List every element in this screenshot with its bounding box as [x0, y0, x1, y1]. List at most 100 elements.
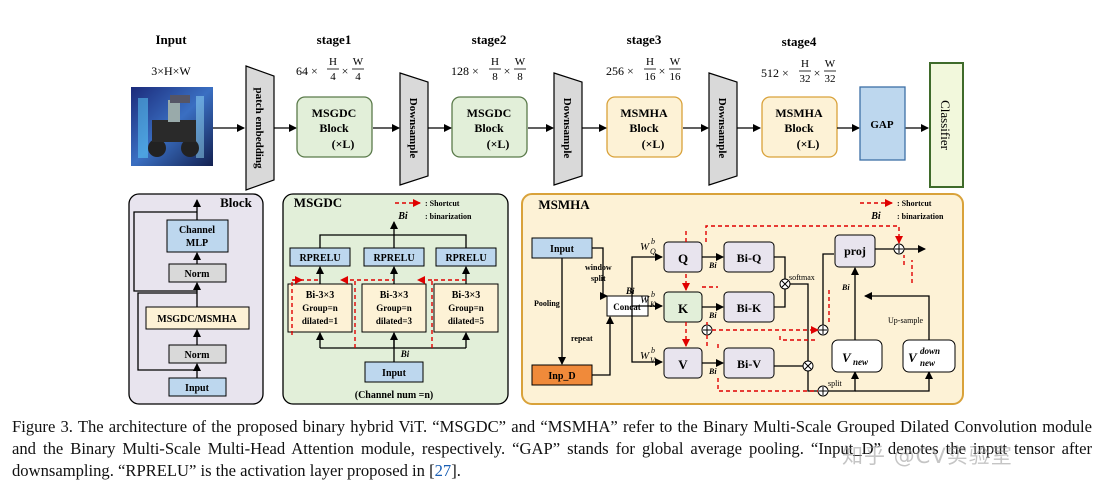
gap-block: GAP: [859, 86, 906, 161]
stage-dims-w-num: W: [825, 58, 836, 70]
stage-block-name: MSGDC: [467, 106, 512, 120]
legend-bi: Bi: [397, 211, 408, 222]
classifier-block: Classifier: [929, 62, 964, 188]
stage-dims-times: ×: [814, 66, 821, 80]
legend-bi: Bi: [870, 211, 881, 222]
stage-dims-h-num: H: [491, 56, 499, 68]
k-label: K: [678, 301, 689, 316]
input-title: Input: [155, 32, 187, 47]
citation-link[interactable]: 27: [434, 461, 452, 480]
bi-conv-label: Bi-3×3: [380, 290, 408, 301]
v-down-label: V: [908, 350, 918, 365]
stage-block: [451, 96, 528, 158]
bi-conv-label: Bi-3×3: [452, 290, 480, 301]
bi-conv-dilation: dilated=3: [376, 316, 413, 326]
msgdc-bi-label: Bi: [400, 349, 410, 359]
stage-dims-h-num: H: [329, 56, 337, 68]
stage-dims-w-den: 16: [670, 71, 682, 83]
stage-block: [296, 96, 373, 158]
stage-dims-times: ×: [659, 64, 666, 78]
bi-label: Bi: [708, 311, 717, 320]
rprelu-label: RPRELU: [373, 253, 414, 264]
stage-dims-w-den: 4: [355, 71, 361, 83]
stage-block: [761, 96, 838, 158]
gap-label: GAP: [870, 119, 894, 131]
bi-conv-group: Group=n: [448, 303, 483, 313]
patch-embedding-block: patch embedding: [245, 65, 275, 191]
bi-conv-dilation: dilated=1: [302, 316, 339, 326]
stage-dims-times: ×: [504, 64, 511, 78]
architecture-figure: text { font-family:"Liberation Serif","D…: [128, 32, 964, 405]
weight-label: W: [640, 350, 650, 362]
stage-dims-h-den: 8: [492, 71, 498, 83]
stage-dims-w-den: 8: [517, 71, 523, 83]
block-panel-title: Block: [220, 195, 253, 210]
bi-conv-group: Group=n: [302, 303, 337, 313]
stage-block-name: MSGDC: [312, 106, 357, 120]
stage-dims-w-den: 32: [825, 73, 836, 85]
bi-q-label: Bi-Q: [737, 251, 762, 265]
pooling-label: Pooling: [534, 299, 560, 308]
msmha-panel: MSMHA : Shortcut Bi : binarization Input…: [521, 193, 964, 405]
concat-bi-label: Bi: [625, 286, 635, 296]
weight-sub: V: [650, 356, 656, 365]
stage-dims-h-den: 4: [330, 71, 336, 83]
figure-caption: Figure 3. The architecture of the propos…: [12, 416, 1092, 482]
msgdc-panel: MSGDC : Shortcut Bi : binarization RPREL…: [282, 193, 509, 405]
stage-block-type: Block: [629, 121, 659, 135]
q-label: Q: [678, 251, 688, 266]
channel-mlp-label: Channel: [179, 225, 215, 236]
downsample-3: Downsample: [708, 72, 738, 186]
downsample-2: Downsample: [553, 72, 583, 186]
msgdc-input-label: Input: [382, 368, 407, 379]
input-image: [131, 87, 213, 166]
bi-v-label: Bi-V: [737, 357, 761, 371]
stage-dims-channels: 64 ×: [296, 64, 318, 78]
caption-text: Figure 3. The architecture of the propos…: [12, 417, 1092, 480]
stage-block-name: MSMHA: [620, 106, 668, 120]
stage-block: [606, 96, 683, 158]
bi-conv-dilation: dilated=5: [448, 316, 485, 326]
stage-title: stage3: [627, 32, 662, 47]
stage-dims-channels: 256 ×: [606, 64, 634, 78]
bi-label: Bi: [708, 261, 717, 270]
weight-sub: K: [649, 300, 656, 309]
channel-mlp-label: MLP: [186, 238, 208, 249]
rprelu-label: RPRELU: [299, 253, 340, 264]
window-split-label: window: [585, 263, 612, 272]
stage-block-name: MSMHA: [775, 106, 823, 120]
weight-sup: b: [651, 290, 655, 299]
stage-block-repeat: (×L): [487, 137, 510, 151]
stage-dims-h-den: 32: [800, 73, 811, 85]
v-label: V: [678, 357, 688, 372]
v-new-label: V: [842, 350, 852, 365]
legend-shortcut: : Shortcut: [425, 199, 460, 208]
stage-title: stage1: [317, 32, 352, 47]
caption-text-end: ].: [451, 461, 461, 480]
weight-sub: Q: [650, 247, 656, 256]
bi-conv-label: Bi-3×3: [306, 290, 334, 301]
repeat-label: repeat: [571, 334, 593, 343]
weight-sup: b: [651, 237, 655, 246]
stage-dims-h-num: H: [646, 56, 654, 68]
v-down-sub: new: [920, 358, 936, 368]
stage-title: stage4: [782, 34, 817, 49]
stage-dims-w-num: W: [515, 56, 526, 68]
stage-dims-channels: 128 ×: [451, 64, 479, 78]
input-dims: 3×H×W: [151, 64, 191, 78]
norm-top-label: Norm: [185, 269, 211, 280]
stage-dims-h-den: 16: [645, 71, 657, 83]
bi-label: Bi: [708, 367, 717, 376]
stage-dims-h-num: H: [801, 58, 809, 70]
stage-dims-times: ×: [342, 64, 349, 78]
channel-num-note: (Channel num =n): [355, 390, 434, 401]
msmha-input-label: Input: [550, 244, 575, 255]
bi-conv-box: [287, 283, 353, 333]
stage-block-repeat: (×L): [797, 137, 820, 151]
downsample-label: Downsample: [407, 98, 419, 159]
msgdc-panel-title: MSGDC: [294, 195, 342, 210]
bi-k-label: Bi-K: [737, 301, 762, 315]
bi-conv-box: [433, 283, 499, 333]
stage-block-type: Block: [319, 121, 349, 135]
legend-binarization: : binarization: [425, 212, 472, 221]
